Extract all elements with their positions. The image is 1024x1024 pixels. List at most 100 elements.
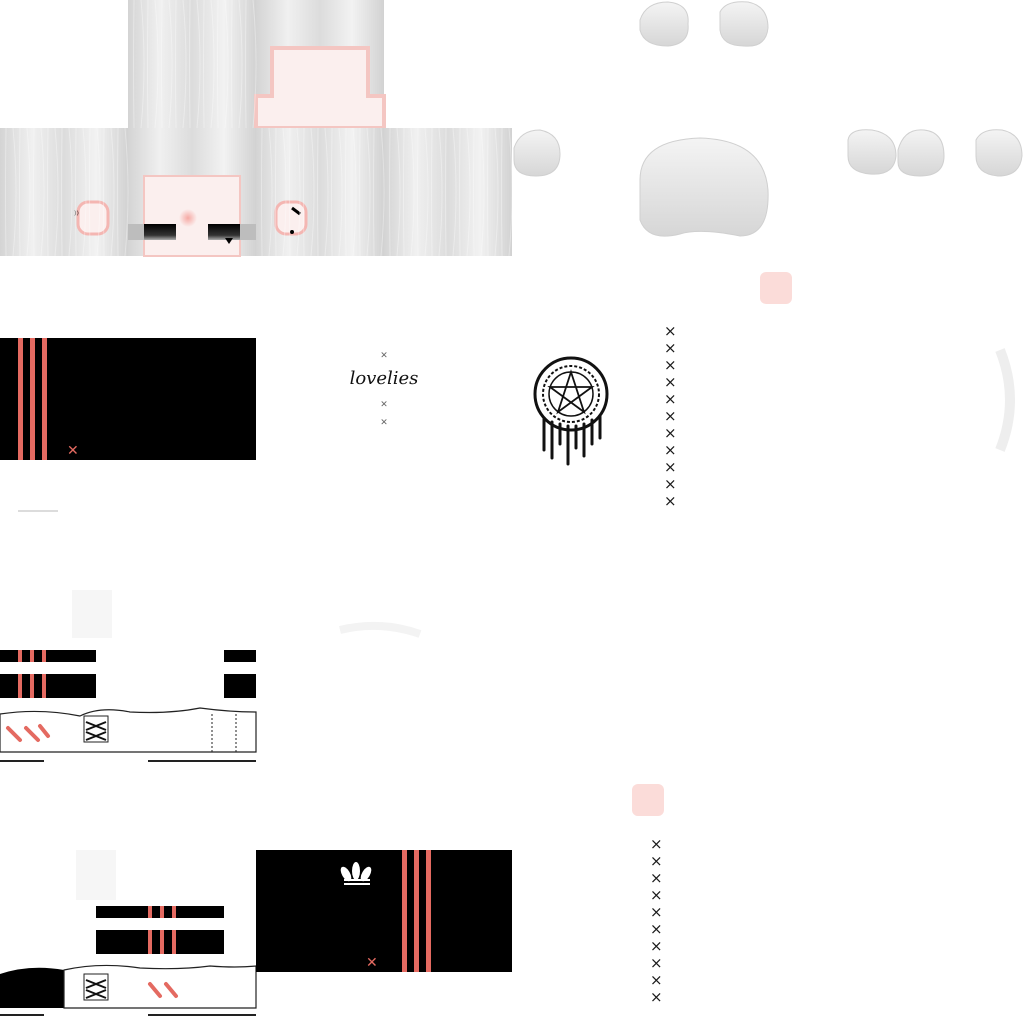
hair-strand	[373, 127, 375, 257]
svg-text:✕: ✕	[380, 351, 388, 361]
signature-text: lovelies	[350, 368, 419, 389]
hair-strand	[338, 127, 343, 257]
hair-strand	[494, 127, 499, 257]
head-bottom-face	[254, 0, 386, 130]
left-leg-pants	[96, 906, 224, 954]
stitch-x-mark: ×	[664, 424, 677, 442]
hair-strand	[403, 127, 405, 257]
svg-text:✕: ✕	[380, 400, 388, 410]
hair-strand	[196, 0, 201, 129]
hair-strand	[33, 127, 35, 257]
back-body-jacket: ✕	[256, 850, 512, 972]
stitch-x-mark: ×	[650, 869, 663, 887]
hair-strand	[89, 127, 91, 257]
hair-strand	[380, 127, 385, 257]
hair-strand	[296, 127, 301, 257]
hair-strand	[124, 127, 129, 257]
right-shoe-laced	[0, 707, 257, 762]
hair-strand	[203, 0, 205, 129]
stitch-x-mark: ×	[664, 322, 677, 340]
hair-strand	[480, 127, 485, 257]
head-right-face: ⁾⁾	[0, 128, 128, 256]
skin-patch-upper	[760, 272, 792, 304]
hair-strand	[26, 127, 31, 257]
hair-strand	[389, 127, 391, 257]
hair-strand	[140, 0, 145, 129]
hair-strand	[261, 127, 263, 257]
head-top-face	[128, 0, 256, 128]
stitch-x-mark: ×	[650, 835, 663, 853]
stitch-x-mark: ×	[650, 852, 663, 870]
hair-strand	[417, 127, 419, 257]
hair-strand	[245, 0, 247, 129]
hair-strand	[231, 0, 233, 129]
svg-text:✕: ✕	[366, 955, 378, 971]
hair-strand	[5, 127, 7, 257]
stitch-x-mark: ×	[650, 971, 663, 989]
stitch-x-mark: ×	[664, 492, 677, 510]
stitch-x-mark: ×	[664, 407, 677, 425]
hair-strand	[147, 0, 149, 129]
hair-strand	[161, 0, 163, 129]
stitch-x-mark: ✕	[67, 443, 79, 459]
hair-strand	[133, 0, 135, 129]
stitch-column-lower: ××××××××××	[650, 835, 663, 1006]
body-front-jacket: ✕	[0, 338, 256, 460]
hair-strand	[12, 127, 17, 257]
hair-strand	[175, 0, 177, 129]
hair-strand	[452, 127, 457, 257]
hair-strand	[47, 127, 49, 257]
hair-strand	[331, 127, 333, 257]
hair-strand	[238, 0, 243, 129]
svg-text:⁾⁾: ⁾⁾	[74, 210, 79, 221]
hair-strand	[473, 127, 475, 257]
svg-text:✕: ✕	[380, 418, 388, 428]
hair-strand	[508, 127, 513, 257]
hair-strand	[61, 127, 63, 257]
skin-patch-lower	[632, 784, 664, 816]
hair-strand	[366, 127, 371, 257]
left-shoe-laced	[0, 964, 257, 1016]
hair-strand	[289, 127, 291, 257]
hair-strand	[75, 127, 77, 257]
hair-strand	[110, 127, 115, 257]
stitch-x-mark: ×	[664, 356, 677, 374]
hair-strand	[438, 127, 443, 257]
stitch-x-mark: ×	[650, 886, 663, 904]
hair-strand	[224, 0, 229, 129]
hair-strand	[19, 127, 21, 257]
hair-strand	[359, 127, 361, 257]
hair-strand	[317, 127, 319, 257]
hair-strand	[268, 127, 273, 257]
hair-strand	[501, 127, 503, 257]
hair-strand	[396, 127, 401, 257]
stitch-x-mark: ×	[664, 458, 677, 476]
hair-strand	[487, 127, 489, 257]
stitch-x-mark: ×	[664, 475, 677, 493]
stitch-x-mark: ×	[650, 920, 663, 938]
hair-strand	[96, 127, 101, 257]
stitch-x-mark: ×	[650, 937, 663, 955]
stitch-x-mark: ×	[664, 441, 677, 459]
hair-strand	[424, 127, 429, 257]
left-eye	[144, 224, 176, 240]
hair-strand	[310, 127, 315, 257]
stitch-x-mark: ×	[664, 339, 677, 357]
signature-tag: ✕ lovelies ✕ ✕	[350, 351, 419, 428]
hair-strand	[210, 0, 215, 129]
hair-strand	[117, 127, 119, 257]
pentagram-seal-emblem	[533, 356, 609, 466]
hair-strand	[303, 127, 305, 257]
hair-strand	[40, 127, 45, 257]
right-eye	[208, 224, 240, 240]
stitch-column-upper: ×××××××××××	[664, 322, 677, 510]
hair-strand	[168, 0, 173, 129]
hair-strand	[352, 127, 357, 257]
hair-strand	[466, 127, 471, 257]
hair-strand	[459, 127, 461, 257]
stitch-x-mark: ×	[650, 903, 663, 921]
hair-strand	[252, 0, 257, 129]
hair-strand	[54, 127, 59, 257]
